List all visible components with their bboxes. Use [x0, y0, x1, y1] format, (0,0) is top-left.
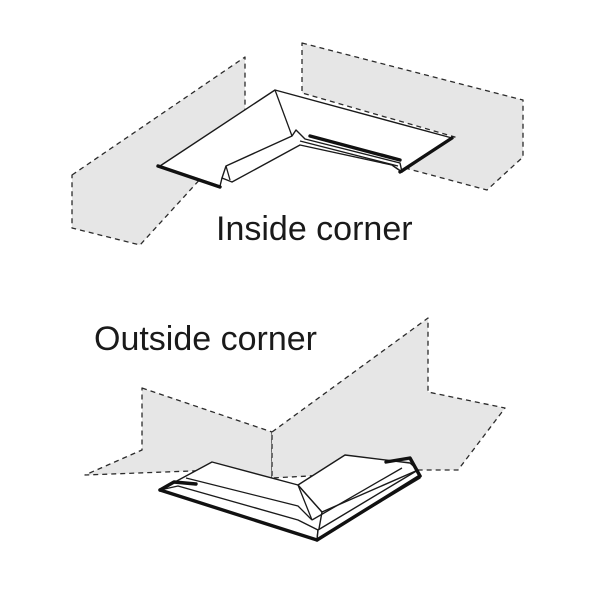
- outside-trim-mitre: [297, 484, 313, 521]
- inside-left-wall: [71, 56, 246, 246]
- outside-trim-endcap-right: [384, 456, 422, 478]
- outside-left-wall: [84, 387, 273, 481]
- outside-corner-illustration: [84, 317, 506, 542]
- outside-corner-label: Outside corner: [94, 320, 317, 358]
- inside-trim-edge-left: [156, 164, 222, 189]
- outside-trim-endcap-left: [158, 480, 198, 492]
- inside-corner-illustration: [71, 42, 524, 246]
- inside-trim-seam: [274, 89, 293, 137]
- outside-trim-edge-right: [315, 474, 422, 542]
- inside-trim-edge-right-top: [308, 134, 402, 162]
- outside-right-wall: [271, 317, 506, 479]
- inside-trim-edge-right: [398, 136, 454, 174]
- outside-trim-ridge-right: [311, 467, 403, 521]
- inside-corner-label: Inside corner: [216, 210, 413, 248]
- inside-trim-ridge-line: [225, 165, 231, 181]
- inside-trim-ridge-line-2: [299, 140, 399, 167]
- outside-trim-edge-left: [158, 488, 319, 542]
- inside-trim-ridge: [221, 129, 403, 183]
- outside-trim-ridge-left: [185, 477, 313, 521]
- inside-right-wall: [301, 42, 524, 191]
